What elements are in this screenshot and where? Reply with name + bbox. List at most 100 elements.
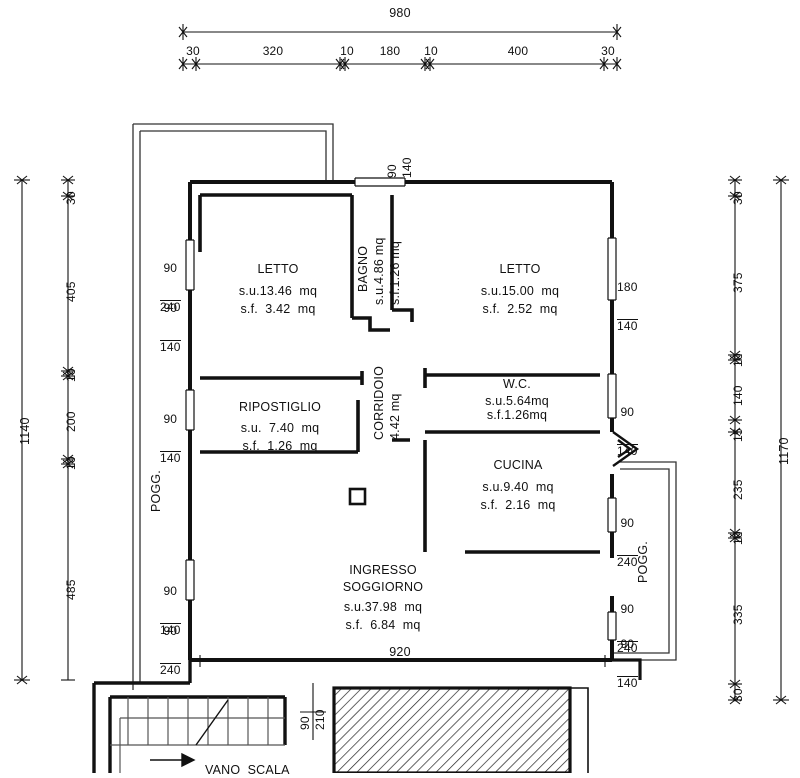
window-width: 90 — [163, 584, 178, 599]
dim-left-6: 485 — [64, 579, 78, 600]
entrance-door-chevron-icon — [612, 431, 640, 467]
room-label-letto-2-name: LETTO — [499, 262, 541, 276]
dim-left-5: 10 — [64, 456, 78, 470]
top-dimension-overall — [178, 24, 622, 40]
room-label-poggiolo-right: POGG. — [636, 541, 650, 583]
dim-right-8: 335 — [731, 604, 745, 625]
column-pillar — [348, 487, 367, 506]
window-width: 90 — [620, 602, 635, 617]
stair-treads — [110, 697, 285, 773]
room-label-letto-1-name: LETTO — [257, 262, 299, 276]
window-label-right-3: 90 240 — [617, 492, 638, 581]
room-label-poggiolo-left: POGG. — [149, 470, 163, 512]
right-dimension-chain — [728, 175, 742, 705]
balcony-right-outline — [613, 461, 677, 661]
dim-bottom-920: 920 — [389, 645, 411, 659]
terrace-hatched-area — [332, 686, 572, 773]
window-label-left-2: 90 140 — [160, 277, 181, 366]
left-dimension-overall — [14, 175, 30, 685]
room-label-corridoio-area: 4.42 mq — [388, 393, 402, 440]
dim-top-4: 180 — [379, 44, 401, 58]
dim-top-1: 30 — [186, 44, 200, 58]
room-label-soggiorno-su: s.u.37.98 mq — [343, 600, 423, 614]
dim-right-3: 10 — [731, 353, 745, 367]
terrace-outer-edge — [570, 687, 589, 773]
door-label-width: 90 — [298, 716, 312, 730]
window-height: 240 — [160, 299, 181, 314]
window-height: 140 — [160, 339, 181, 354]
window-label-left-3: 90 140 — [160, 388, 181, 477]
window-width: 90 — [620, 516, 635, 531]
window-height: 140 — [617, 443, 638, 458]
dim-right-5: 15 — [731, 428, 745, 442]
wall-stub-bottom-right — [612, 658, 642, 680]
room-label-vano-scala: VANO SCALA — [205, 763, 290, 777]
room-label-wc-name: W.C. — [503, 377, 531, 391]
room-label-letto-2-sf: s.f. 2.52 mq — [482, 302, 558, 316]
window-height: 140 — [160, 622, 181, 637]
window-label-right-2: 90 140 — [617, 381, 638, 470]
window-label-left-1: 90 240 — [160, 237, 181, 326]
window-height: 240 — [160, 662, 181, 677]
window-width: 90 — [163, 624, 178, 639]
room-label-soggiorno-name-2: SOGGIORNO — [342, 580, 424, 594]
window-width: 90 — [163, 261, 178, 276]
dim-right-9: 30 — [731, 688, 745, 702]
window-label-right-1: 180 140 — [617, 256, 638, 345]
window-width: 90 — [163, 412, 178, 427]
dim-top-2: 320 — [262, 44, 284, 58]
dim-right-overall: 1170 — [777, 437, 791, 465]
room-label-cucina-name: CUCINA — [493, 458, 543, 472]
room-label-ripostiglio-su: s.u. 7.40 mq — [240, 421, 320, 435]
door-label-height: 210 — [313, 709, 327, 730]
window-width: 90 — [163, 301, 178, 316]
window-height: 240 — [617, 554, 638, 569]
dim-top-3: 10 — [340, 44, 354, 58]
right-dimension-overall — [773, 175, 789, 705]
apartment-outer-walls — [188, 180, 614, 662]
room-label-letto-1-sf: s.f. 3.42 mq — [240, 302, 316, 316]
dim-right-6: 235 — [731, 479, 745, 500]
window-height: 140 — [617, 318, 638, 333]
window-openings — [185, 177, 617, 641]
room-label-ripostiglio-name: RIPOSTIGLIO — [238, 400, 322, 414]
room-label-letto-2-su: s.u.15.00 mq — [480, 284, 560, 298]
window-width: 90 — [620, 405, 635, 420]
window-height: 140 — [160, 450, 181, 465]
dim-right-4: 140 — [731, 385, 745, 406]
room-label-wc-su: s.u.5.64mq — [485, 394, 549, 408]
window-width: 90 — [620, 637, 635, 652]
dim-left-3: 10 — [64, 368, 78, 382]
dim-right-1: 30 — [731, 191, 745, 205]
bottom-dimension-920 — [199, 655, 606, 667]
balcony-left-outline — [132, 123, 334, 690]
room-label-cucina-su: s.u.9.40 mq — [482, 480, 554, 494]
dim-left-4: 200 — [64, 411, 78, 432]
room-label-letto-1-su: s.u.13.46 mq — [238, 284, 318, 298]
dim-left-overall: 1140 — [18, 417, 32, 445]
dim-top-6: 400 — [507, 44, 529, 58]
stair-direction-arrow-icon — [150, 699, 229, 768]
left-dimension-chain — [61, 175, 75, 681]
top-dimension-chain — [178, 57, 622, 71]
room-label-corridoio-name: CORRIDOIO — [372, 365, 386, 440]
room-label-ripostiglio-sf: s.f. 1.26 mq — [242, 439, 318, 453]
room-label-soggiorno-name-1: INGRESSO — [349, 563, 417, 577]
window-height: 140 — [617, 675, 638, 690]
dim-top-5: 10 — [424, 44, 438, 58]
dim-left-2: 405 — [64, 281, 78, 302]
room-label-cucina-sf: s.f. 2.16 mq — [480, 498, 556, 512]
stairwell-structure — [92, 660, 287, 773]
window-label-left-4: 90 140 — [160, 560, 181, 649]
window-width: 180 — [617, 280, 638, 295]
room-label-bagno-su: s.u.4.86 mq — [372, 237, 386, 305]
room-label-soggiorno-sf: s.f. 6.84 mq — [345, 618, 421, 632]
window-height: 240 — [617, 640, 638, 655]
window-label-right-4: 90 240 — [617, 578, 638, 667]
dim-right-2: 375 — [731, 272, 745, 293]
interior-walls — [198, 193, 600, 554]
dim-top-overall: 980 — [389, 6, 411, 20]
door-opening-90-210 — [300, 683, 326, 740]
dim-left-1: 30 — [64, 191, 78, 205]
